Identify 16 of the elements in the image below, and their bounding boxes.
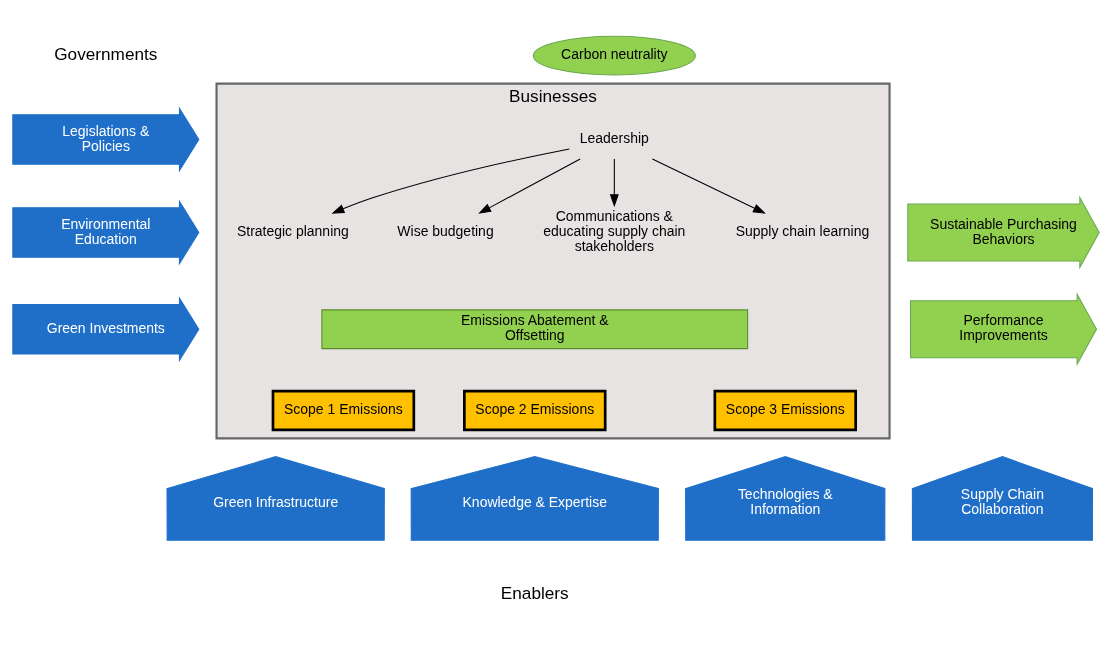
arrow [609,158,619,208]
node-text: Leadership [579,130,649,147]
arrow [331,148,570,214]
node-text: Wise budgeting [397,223,494,240]
node-text: Strategic planning [236,223,349,240]
node-ellipse: Carbon neutrality [532,35,696,76]
node-text: Communications & educating supply chain stakeholders [543,208,686,255]
node-text: Supply chain learning [735,223,870,240]
arrow [651,158,766,214]
label: Governments [54,43,158,64]
node-box: Scope 2 Emissions [463,389,607,432]
node-box: Scope 3 Emissions [713,389,858,432]
label: Enablers [500,583,569,604]
arrow [478,158,581,214]
node-box: Scope 1 Emissions [271,389,416,432]
node-box: Emissions Abatement & Offsetting [321,309,749,350]
